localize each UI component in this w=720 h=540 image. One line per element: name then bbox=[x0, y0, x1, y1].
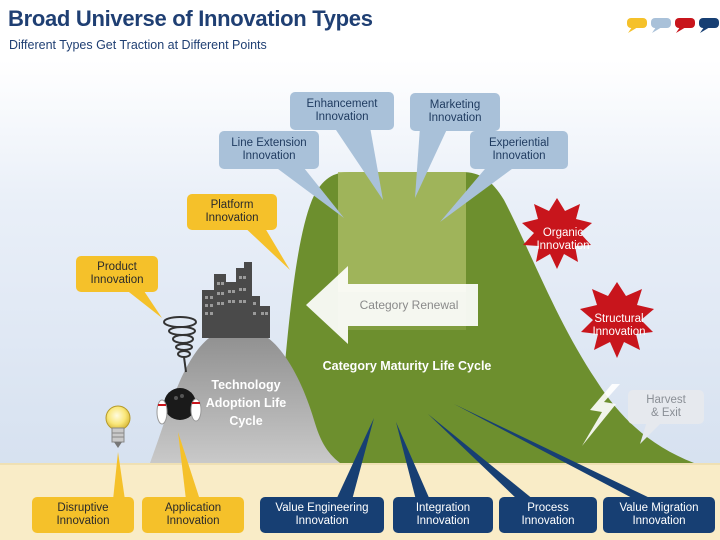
application-callout bbox=[142, 432, 244, 533]
speech-bubble-red-icon bbox=[675, 18, 695, 33]
page-title: Broad Universe of Innovation Types bbox=[8, 6, 373, 31]
value-migration-callout bbox=[454, 404, 715, 533]
platform-label: Platform Innovation bbox=[205, 199, 259, 224]
experiential-label: Experiential Innovation bbox=[488, 137, 550, 162]
light-bulb-icon bbox=[105, 405, 131, 448]
harvest-label: Harvest & Exit bbox=[646, 394, 686, 419]
platform-callout bbox=[187, 194, 290, 270]
category-renewal-label: Category Renewal bbox=[359, 297, 459, 312]
speech-bubble-navy-icon bbox=[699, 18, 719, 33]
structural-star bbox=[580, 282, 654, 358]
application-label: Application Innovation bbox=[164, 502, 222, 527]
product-label: Product Innovation bbox=[90, 261, 144, 286]
value-migration-label: Value Migration Innovation bbox=[619, 502, 699, 527]
organic-star bbox=[522, 198, 592, 269]
marketing-label: Marketing Innovation bbox=[428, 99, 482, 124]
category-renewal-arrow bbox=[306, 266, 478, 344]
tornado-icon bbox=[163, 316, 197, 373]
experiential-callout bbox=[440, 131, 568, 222]
enhancement-callout bbox=[290, 92, 394, 200]
technology-adoption-label: Technology Adoption Life Cycle bbox=[205, 378, 287, 428]
page-subtitle: Different Types Get Traction at Differen… bbox=[9, 38, 267, 52]
maturity-peak-highlight bbox=[338, 172, 466, 292]
technology-adoption-hill bbox=[150, 327, 340, 463]
organic-label: Organic Innovation bbox=[536, 227, 590, 252]
disruptive-label: Disruptive Innovation bbox=[56, 502, 110, 527]
category-maturity-label: Category Maturity Life Cycle bbox=[322, 358, 492, 373]
process-callout bbox=[428, 414, 597, 533]
line-extension-callout bbox=[219, 131, 344, 218]
product-callout bbox=[76, 256, 162, 318]
value-engineering-callout bbox=[260, 418, 384, 533]
lightning-bolt-icon bbox=[582, 384, 620, 446]
speech-bubble-yellow-icon bbox=[627, 18, 647, 33]
line-extension-label: Line Extension Innovation bbox=[231, 137, 307, 162]
process-label: Process Innovation bbox=[521, 502, 575, 527]
bowling-ball-icon bbox=[156, 388, 202, 425]
structural-label: Structural Innovation bbox=[592, 313, 646, 338]
integration-label: Integration Innovation bbox=[415, 502, 471, 527]
city-skyline-icon bbox=[202, 262, 270, 338]
enhancement-label: Enhancement Innovation bbox=[306, 98, 378, 123]
integration-callout bbox=[393, 422, 493, 533]
speech-bubble-blue-icon bbox=[651, 18, 671, 33]
value-engineering-label: Value Engineering Innovation bbox=[275, 502, 369, 527]
marketing-callout bbox=[410, 93, 500, 198]
disruptive-callout bbox=[32, 452, 134, 533]
harvest-callout bbox=[628, 390, 704, 444]
